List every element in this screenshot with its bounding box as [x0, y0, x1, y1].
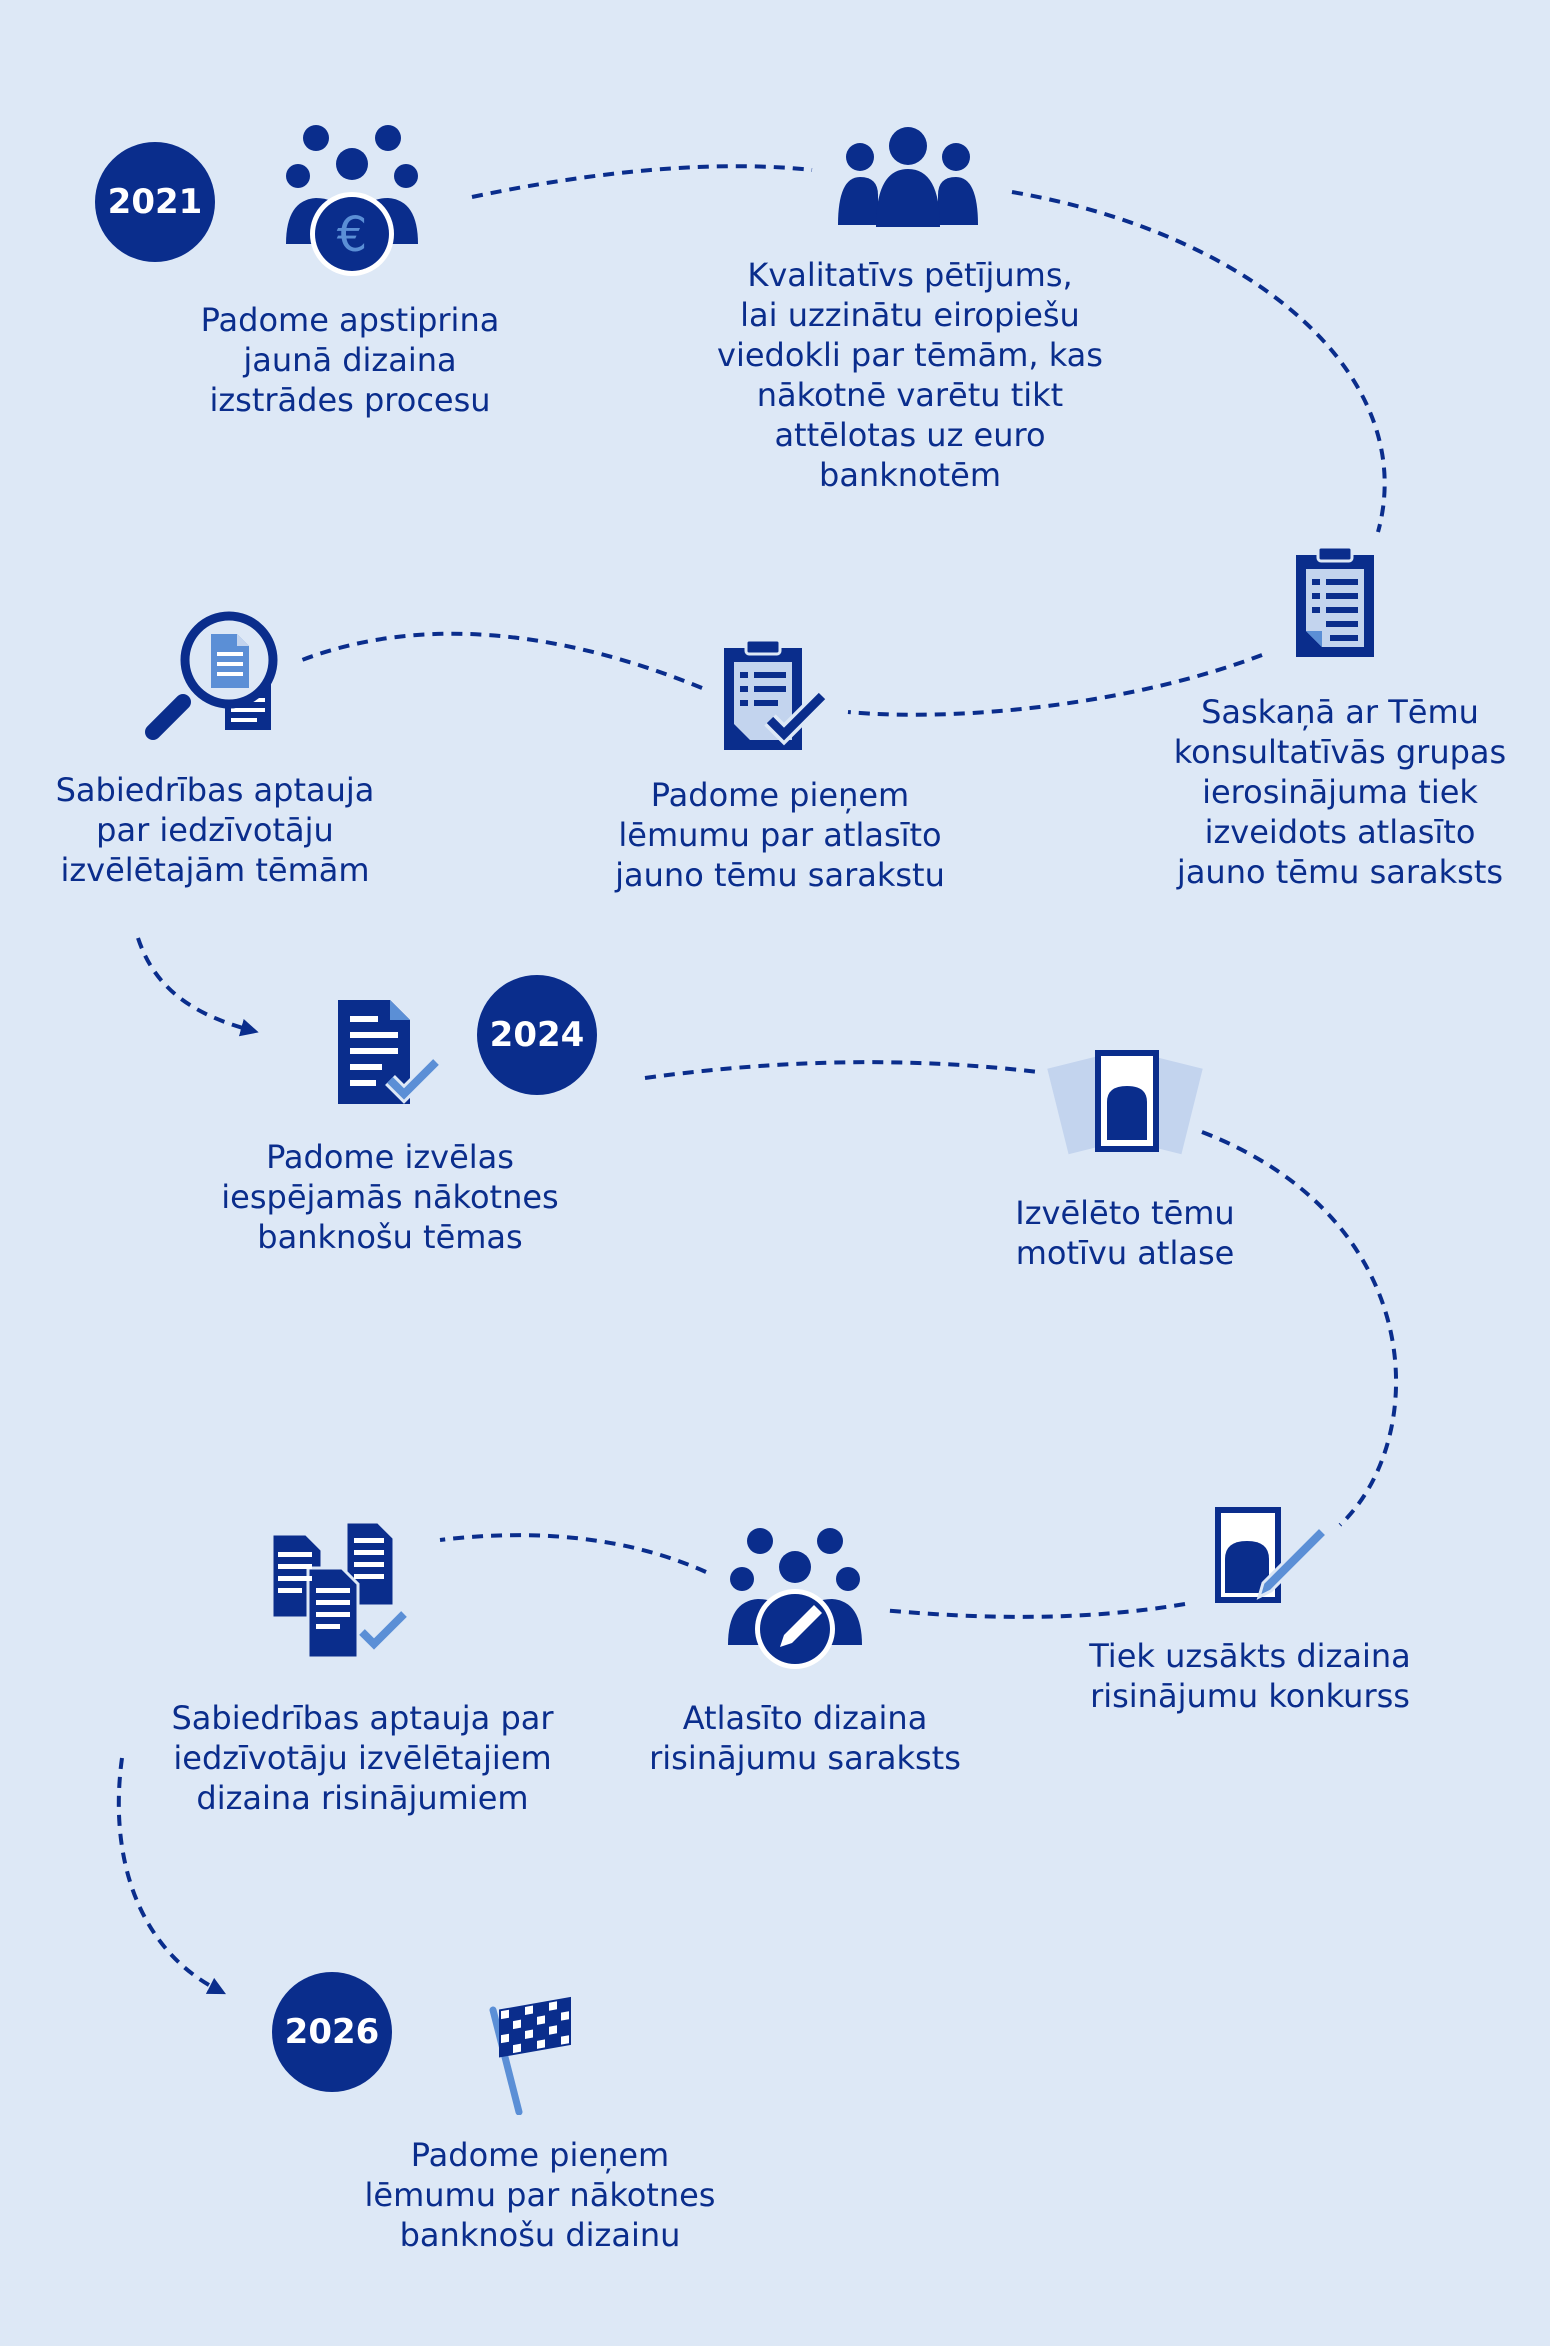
connector-3 [847, 653, 1263, 717]
step-2-text: Kvalitatīvs pētījums, lai uzzinātu eirop… [717, 256, 1103, 494]
people-icon [838, 127, 978, 227]
step-6-text: Padome izvēlas iespējamās nākotnes bankn… [221, 1138, 559, 1256]
step-4-text: Padome pieņem lēmumu par atlasīto jauno … [615, 776, 945, 894]
connector-10 [116, 1757, 227, 1995]
connector-8 [881, 1602, 1186, 1619]
people-pencil-icon [728, 1528, 862, 1669]
step-10-text: Sabiedrības aptauja par iedzīvotāju izvē… [171, 1699, 554, 1817]
step-8-text: Tiek uzsākts dizaina risinājumu konkurss [1089, 1637, 1411, 1715]
step-9-text: Atlasīto dizaina risinājumu saraksts [649, 1699, 961, 1777]
step-3-text: Saskaņā ar Tēmu konsultatīvās grupas ier… [1173, 693, 1507, 891]
connector-5 [136, 937, 259, 1037]
documents-stack-icon [272, 1522, 409, 1660]
magnifier-document-icon [145, 611, 278, 740]
step-5-text: Sabiedrības aptauja par iedzīvotāju izvē… [55, 771, 375, 889]
clipboard-check-icon [724, 638, 828, 750]
connector-4 [301, 631, 703, 690]
checkered-flag-icon [489, 1996, 571, 2115]
svg-text:€: € [337, 207, 368, 263]
design-pencil-icon [1215, 1507, 1330, 1603]
people-euro-icon: € [286, 125, 418, 276]
step-7-text: Izvēlēto tēmu motīvu atlase [1015, 1194, 1235, 1272]
document-check-icon [338, 1000, 441, 1104]
motif-cards-icon [1047, 1050, 1203, 1155]
connector-6 [644, 1060, 1039, 1080]
year-badge-2026: 2026 [272, 1972, 392, 2092]
connector-1 [471, 164, 813, 199]
step-11-text: Padome pieņem lēmumu par nākotnes bankno… [364, 2136, 716, 2254]
step-1-text: Padome apstiprina jaunā dizaina izstrāde… [200, 301, 500, 419]
year-badge-2024: 2024 [477, 975, 597, 1095]
clipboard-list-icon [1296, 545, 1374, 657]
connector-7 [1201, 1130, 1398, 1527]
connector-2 [1011, 190, 1387, 533]
connector-9 [439, 1533, 707, 1574]
year-badge-2021: 2021 [95, 142, 215, 262]
